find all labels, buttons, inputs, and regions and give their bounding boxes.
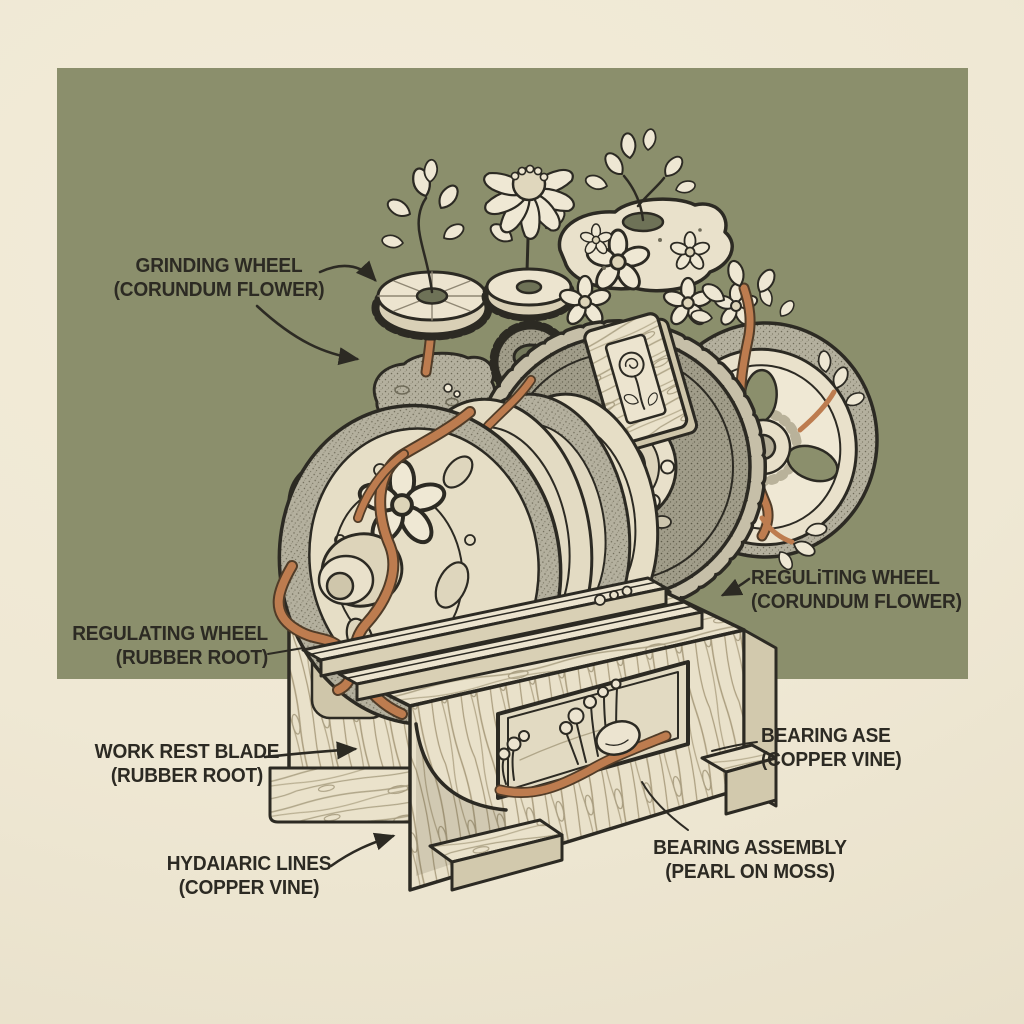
work-rest-rails bbox=[301, 576, 704, 702]
label-line: (RUBBER ROOT) bbox=[115, 645, 268, 669]
label-hydraulic-lines: HYDAIARIC LINES (COPPER VINE) bbox=[153, 852, 345, 899]
label-line: WORK REST BLADE bbox=[94, 740, 280, 763]
label-line: REGULiTING WHEEL bbox=[751, 566, 940, 589]
bracket-frame bbox=[583, 312, 699, 452]
exploded-grinding-wheel-flower bbox=[371, 158, 496, 425]
annotation-arrows bbox=[255, 260, 758, 868]
label-line: BEARING ASSEMBLY bbox=[653, 836, 847, 859]
base-feet bbox=[428, 743, 778, 892]
label-line: GRINDING WHEEL bbox=[135, 254, 303, 277]
label-regulating-wheel-left: REGULATING WHEEL (RUBBER ROOT) bbox=[65, 622, 268, 669]
label-work-rest-blade: WORK REST BLADE (RUBBER ROOT) bbox=[93, 740, 281, 787]
label-line: BEARING ASE bbox=[761, 724, 891, 747]
label-bearing-assembly: BEARING ASSEMBLY (PEARL ON MOSS) bbox=[644, 836, 856, 883]
label-regulating-wheel-right: REGULiTING WHEEL (CORUNDUM FLOWER) bbox=[751, 566, 974, 613]
label-line: (PEARL ON MOSS) bbox=[665, 859, 835, 883]
label-grinding-wheel: GRINDING WHEEL (CORUNDUM FLOWER) bbox=[112, 254, 326, 301]
label-line: (CORUNDUM FLOWER) bbox=[751, 589, 962, 613]
label-line: (RUBBER ROOT) bbox=[110, 763, 264, 787]
exploded-stone-right bbox=[557, 127, 734, 295]
label-line: (CORUNDUM FLOWER) bbox=[113, 277, 325, 301]
label-line: REGULATING WHEEL bbox=[72, 622, 268, 645]
label-bearing-ase: BEARING ASE (COPPER VINE) bbox=[761, 724, 947, 771]
label-line: HYDAIARIC LINES bbox=[166, 852, 332, 875]
label-line: (COPPER VINE) bbox=[178, 875, 320, 899]
label-line: (COPPER VINE) bbox=[761, 747, 902, 771]
bearing-assembly-window bbox=[494, 660, 690, 800]
base-pedestal bbox=[301, 576, 778, 892]
